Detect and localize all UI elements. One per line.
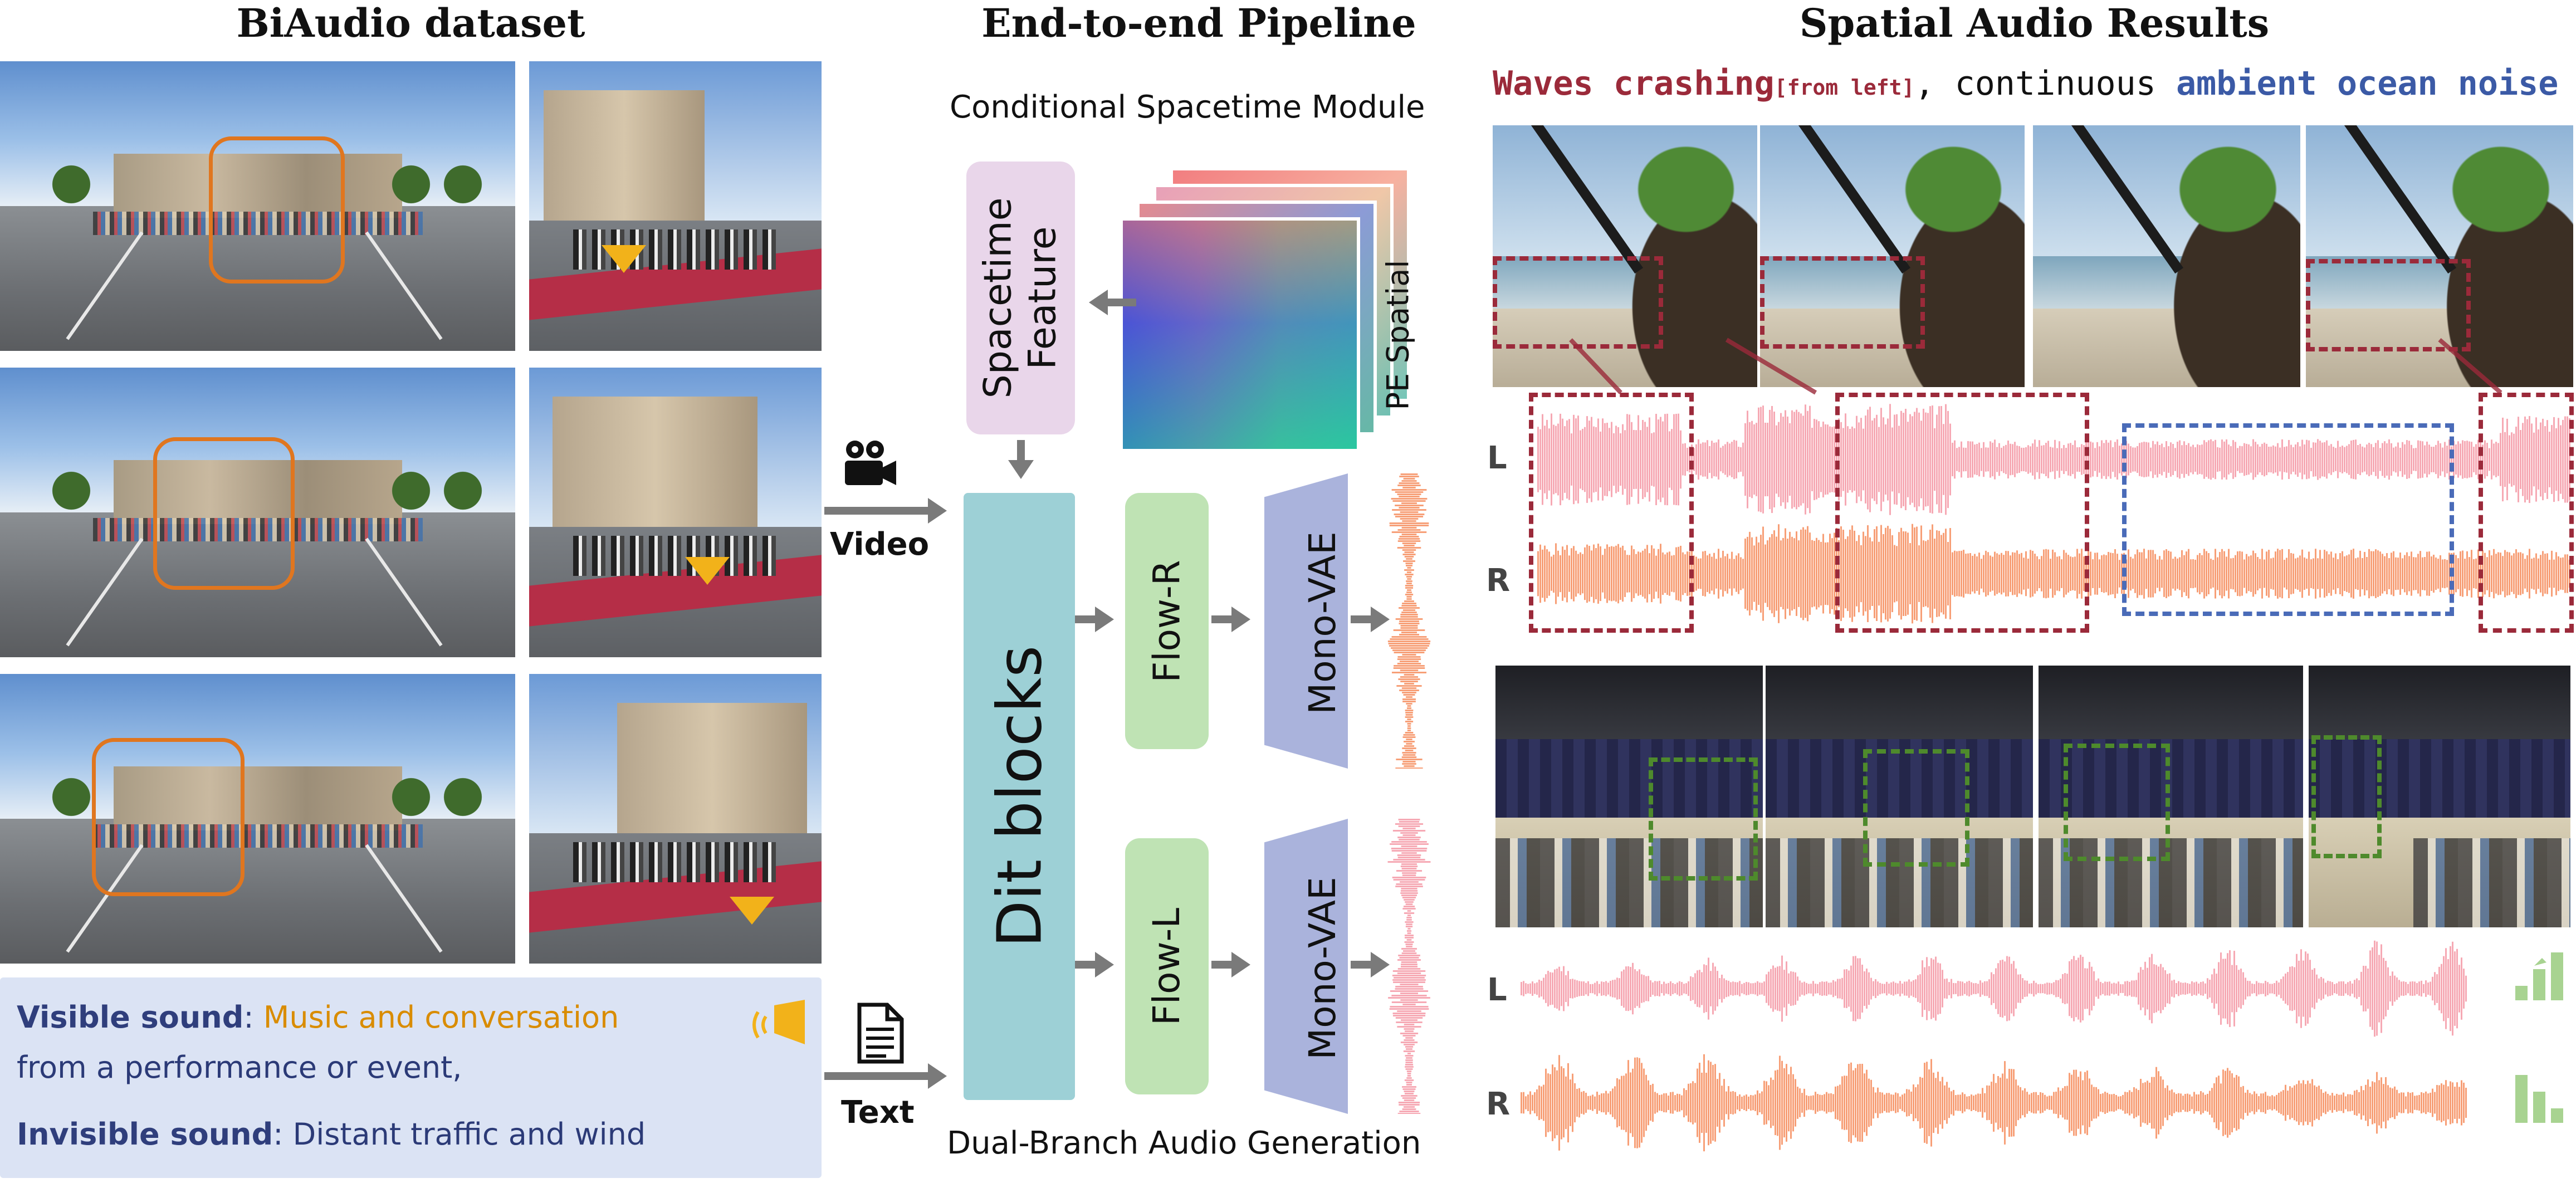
concert-waveform-L [1521, 940, 2467, 1037]
arrow-video-in [824, 498, 947, 524]
perspective-image-2 [529, 368, 822, 657]
arrow-pe-to-feature [1089, 290, 1136, 315]
panorama-image-3 [0, 674, 515, 964]
arrow-vae-to-wave-bottom [1351, 952, 1390, 977]
highlight-box-red [1835, 393, 2089, 633]
mono-vae-bottom [1264, 819, 1348, 1114]
arrow-flow-r-to-vae [1211, 607, 1250, 632]
connector-lines [1569, 338, 2502, 395]
volume-bars-icon [2515, 952, 2563, 1000]
flow-r-block: Flow-R [1125, 493, 1209, 749]
highlight-box-blue [2122, 423, 2454, 616]
beach-waveform-L [1537, 404, 2570, 515]
video-camera-icon [845, 441, 896, 485]
arrow-dit-to-flow-r [1075, 607, 1114, 632]
flow-l-block: Flow-L [1125, 838, 1209, 1094]
highlight-box-green [2064, 744, 2170, 861]
mono-vae-top-label: Mono-VAE [1301, 531, 1344, 715]
selection-outline [209, 136, 345, 283]
visible-sound-line: Visible sound: Music and conversation [17, 1000, 619, 1035]
beach-waveform-R [1537, 524, 2570, 624]
continuous-text: , continuous [1914, 64, 2177, 103]
pe-spatial-label: PE Spatial [1380, 260, 1416, 410]
channel-label-R: R [1486, 1086, 1511, 1122]
waveform-right-channel [1387, 473, 1431, 769]
arrow-feature-to-dit [1008, 440, 1034, 479]
visible-sound-label: Visible sound [17, 1000, 244, 1035]
invisible-sound-line: Invisible sound: Distant traffic and win… [17, 1117, 646, 1152]
concert-frame-4 [2309, 666, 2570, 927]
speaker-icon [730, 897, 774, 925]
spacetime-feature-line2: Feature [1020, 226, 1065, 370]
beach-frame-3 [2033, 125, 2300, 387]
waveform-left-channel [1387, 819, 1431, 1114]
spacetime-feature-block: Spacetime Feature [966, 162, 1075, 434]
caption-box [0, 977, 822, 1178]
channel-label-L: L [1487, 440, 1507, 476]
conditional-module-label: Conditional Spacetime Module [950, 89, 1425, 125]
dual-branch-label: Dual-Branch Audio Generation [947, 1125, 1421, 1161]
document-icon [857, 1003, 904, 1064]
highlight-box-green [1863, 749, 1969, 867]
panorama-image-1 [0, 61, 515, 351]
speaker-icon [685, 557, 730, 585]
results-title: Spatial Audio Results [1799, 0, 2270, 46]
arrow-text-in [824, 1063, 947, 1089]
arrow-flow-l-to-vae [1211, 952, 1250, 977]
speaker-icon [752, 1000, 805, 1044]
mono-vae-bottom-label: Mono-VAE [1301, 877, 1344, 1060]
pipeline-title: End-to-end Pipeline [981, 0, 1416, 46]
highlight-box-red [2479, 393, 2574, 633]
dit-blocks: Dit blocks [964, 493, 1075, 1100]
text-label: Text [841, 1094, 915, 1131]
beach-frame-2 [1760, 125, 2025, 387]
volume-bars-icon [2515, 1075, 2563, 1123]
beach-frame-4 [2306, 125, 2573, 387]
perspective-image-1 [529, 61, 822, 351]
video-label: Video [830, 526, 930, 563]
waves-crashing-text: Waves crashing [1493, 64, 1775, 103]
selection-outline [92, 738, 245, 896]
ambient-ocean-text: ambient ocean noise [2176, 64, 2559, 103]
perspective-image-3 [529, 674, 822, 964]
highlight-box-red [2306, 259, 2471, 351]
visible-sound-line-2: from a performance or event, [17, 1050, 462, 1085]
concert-waveform-R [1521, 1054, 2467, 1152]
concert-frame-1 [1495, 666, 1763, 927]
highlight-box-red [1760, 256, 1925, 349]
invisible-sound-label: Invisible sound [17, 1117, 273, 1152]
invisible-sound-text: Distant traffic and wind [292, 1117, 646, 1152]
dataset-title: BiAudio dataset [236, 0, 585, 46]
arrow-dit-to-flow-l [1075, 952, 1114, 977]
mono-vae-top [1264, 473, 1348, 769]
selection-outline [153, 437, 295, 590]
highlight-box-green [2311, 735, 2382, 858]
highlight-box-green [1649, 757, 1758, 881]
colon: : [273, 1117, 283, 1152]
results-caption: Waves crashing[from left], continuous am… [1493, 64, 2558, 103]
spacetime-feature-line1: Spacetime [976, 197, 1020, 399]
colon: : [243, 1000, 254, 1035]
highlight-box-red [1529, 393, 1694, 633]
speaker-icon [602, 245, 646, 273]
pe-spatial-feature-map [1120, 217, 1360, 452]
concert-frame-3 [2039, 666, 2303, 927]
panorama-image-2 [0, 368, 515, 657]
concert-frame-2 [1766, 666, 2033, 927]
channel-label-R: R [1486, 563, 1511, 599]
from-left-text: [from left] [1774, 75, 1915, 100]
arrow-vae-to-wave-top [1351, 607, 1390, 632]
visible-sound-text: Music and conversation [263, 1000, 619, 1035]
channel-label-L: L [1487, 972, 1507, 1008]
